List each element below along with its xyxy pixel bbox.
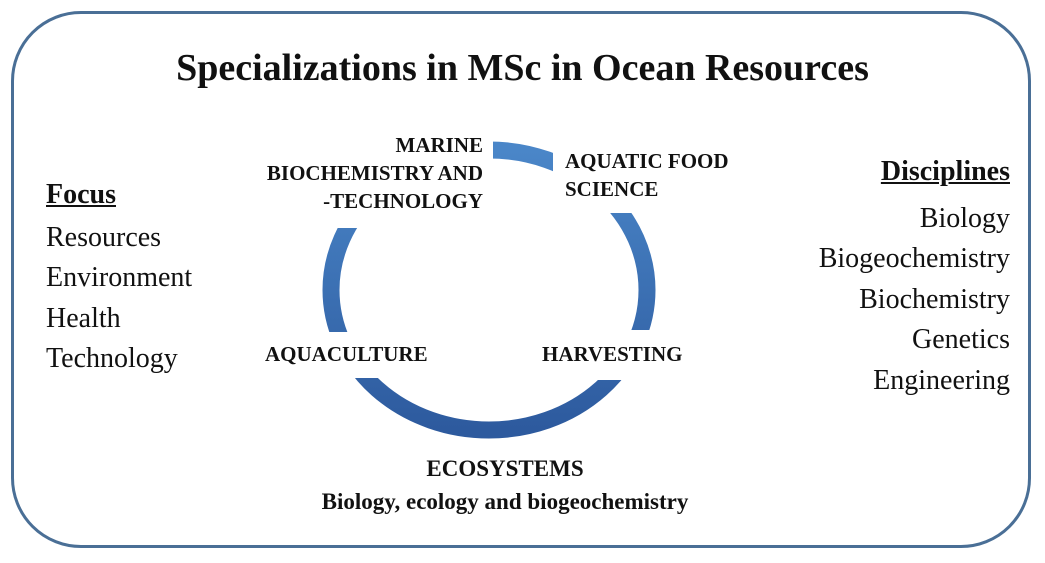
label-line: BIOCHEMISTRY AND [266, 161, 483, 185]
label-marine-biochemistry: MARINE BIOCHEMISTRY AND -TECHNOLOGY [200, 131, 483, 215]
label-line: SCIENCE [565, 177, 659, 201]
diagram-frame [11, 11, 1031, 548]
diagram-title: Specializations in MSc in Ocean Resource… [176, 47, 869, 89]
focus-item: Environment [46, 262, 193, 293]
label-line: MARINE [395, 133, 484, 157]
discipline-item: Biochemistry [859, 283, 1010, 315]
discipline-item: Biogeochemistry [818, 243, 1010, 274]
discipline-item: Biology [919, 202, 1010, 234]
label-ecosystems-sub: Biology, ecology and biogeochemistry [321, 489, 689, 514]
label-ecosystems: ECOSYSTEMS [426, 456, 584, 481]
discipline-item: Engineering [873, 364, 1010, 396]
focus-heading: Focus [46, 179, 116, 210]
label-aquatic-food-science: AQUATIC FOOD SCIENCE [565, 147, 729, 203]
disciplines-column: Disciplines Biology Biogeochemistry Bioc… [819, 152, 1010, 401]
focus-item: Health [46, 302, 121, 334]
label-line: AQUATIC FOOD [565, 149, 729, 173]
label-line: -TECHNOLOGY [323, 189, 483, 213]
focus-item: Resources [46, 221, 162, 253]
focus-column: Focus Resources Environment Health Techn… [46, 175, 192, 380]
disciplines-heading: Disciplines [880, 156, 1010, 187]
discipline-item: Genetics [912, 324, 1010, 355]
label-aquaculture: AQUACULTURE [265, 342, 428, 366]
label-harvesting: HARVESTING [542, 342, 683, 366]
focus-item: Technology [46, 343, 178, 374]
